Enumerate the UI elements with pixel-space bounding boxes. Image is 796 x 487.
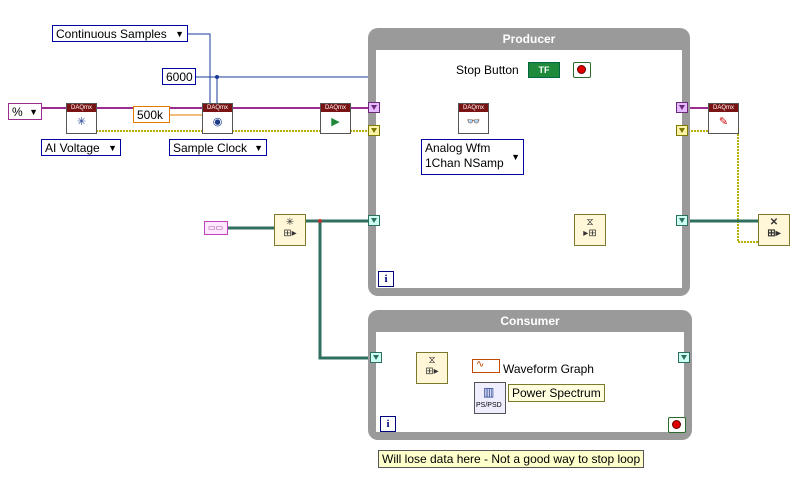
waveform-graph-icon: ∿ <box>476 359 485 370</box>
read-format-line1: Analog Wfm <box>425 141 491 155</box>
producer-task-tunnel-out <box>676 102 688 113</box>
power-spectrum-vi[interactable]: ▥ PS/PSD <box>474 382 506 414</box>
rate-constant[interactable]: 500k <box>133 106 170 123</box>
daqmx-banner: DAQmx <box>67 104 96 112</box>
queue-branch-dot <box>318 219 322 223</box>
sample-mode-wire <box>188 33 211 104</box>
create-channel-icon: ✳ <box>76 116 87 128</box>
dropdown-arrow-icon: ▼ <box>511 152 520 162</box>
daqmx-clear-task-vi[interactable]: DAQmx ✎ <box>708 103 739 134</box>
daqmx-banner: DAQmx <box>459 104 488 112</box>
daqmx-start-task-vi[interactable]: DAQmx ▶ <box>320 103 351 134</box>
daqmx-create-channel-vi[interactable]: DAQmx ✳ <box>66 103 97 134</box>
producer-task-tunnel-in <box>368 102 380 113</box>
producer-error-tunnel-in <box>368 125 380 136</box>
obtain-queue-icon: ✳⊞▸ <box>283 217 297 239</box>
clock-icon: ◉ <box>212 116 223 128</box>
samples-branch-dot <box>215 75 219 79</box>
producer-stop-condition[interactable] <box>573 62 591 78</box>
daqmx-read-vi[interactable]: DAQmx 👓 <box>458 103 489 134</box>
consumer-queue-tunnel-out <box>678 352 690 363</box>
dropdown-arrow-icon: ▼ <box>254 143 263 153</box>
dropdown-arrow-icon: ▼ <box>175 29 184 39</box>
enqueue-icon: ⧖▸⊞ <box>583 217 597 239</box>
consumer-queue-tunnel-in <box>370 352 382 363</box>
producer-title: Producer <box>502 32 556 46</box>
daqmx-banner: DAQmx <box>203 104 232 112</box>
dropdown-arrow-icon: ▼ <box>29 107 38 117</box>
sample-mode-ring[interactable]: Continuous Samples ▼ <box>52 25 188 42</box>
obtain-queue-function[interactable]: ✳⊞▸ <box>274 214 306 246</box>
timing-type-ring[interactable]: Sample Clock ▼ <box>169 139 267 156</box>
waveform-graph-label: Waveform Graph <box>503 362 594 376</box>
read-format-line2: 1Chan NSamp <box>425 156 504 170</box>
consumer-iteration-terminal: i <box>380 416 396 432</box>
power-spectrum-label: Power Spectrum <box>508 384 605 402</box>
error-wire-7 <box>737 131 758 243</box>
producer-error-tunnel-out <box>676 125 688 136</box>
samples-constant[interactable]: 6000 <box>162 68 196 85</box>
producer-queue-tunnel-out <box>676 215 688 226</box>
eraser-icon: ✎ <box>718 116 729 128</box>
dequeue-element-function[interactable]: ⧖⊞▸ <box>416 352 448 384</box>
consumer-loop: Consumer i <box>368 310 692 440</box>
read-glasses-icon: 👓 <box>466 116 481 128</box>
dequeue-icon: ⧖⊞▸ <box>425 355 439 377</box>
release-queue-function[interactable]: ✕⊞▸ <box>758 214 790 246</box>
producer-iteration-terminal: i <box>378 271 394 287</box>
stop-button-terminal[interactable]: TF <box>528 62 560 78</box>
daqmx-banner: DAQmx <box>321 104 350 112</box>
spectrum-icon: ▥ <box>483 385 495 399</box>
timing-type-text: Sample Clock <box>173 141 248 155</box>
daqmx-timing-vi[interactable]: DAQmx ◉ <box>202 103 233 134</box>
waveform-constant-icon: ▭▭ <box>208 223 224 232</box>
queue-wire-consumer <box>318 221 368 360</box>
producer-queue-tunnel-in <box>368 215 380 226</box>
consumer-stop-condition[interactable] <box>668 417 686 433</box>
task-name-text: % <box>12 105 23 119</box>
waveform-constant[interactable]: ▭▭ <box>204 221 228 235</box>
warning-comment: Will lose data here - Not a good way to … <box>378 450 645 468</box>
sample-mode-text: Continuous Samples <box>56 27 167 41</box>
task-name-constant[interactable]: % ▼ <box>8 103 42 120</box>
dropdown-arrow-icon: ▼ <box>108 143 117 153</box>
channel-type-text: AI Voltage <box>45 141 100 155</box>
read-format-ring[interactable]: Analog Wfm 1Chan NSamp ▼ <box>421 139 524 175</box>
release-queue-icon: ✕⊞▸ <box>767 217 781 239</box>
play-icon: ▶ <box>331 116 340 128</box>
ps-psd-label: PS/PSD <box>476 402 502 409</box>
enqueue-element-function[interactable]: ⧖▸⊞ <box>574 214 606 246</box>
stop-button-label: Stop Button <box>456 63 519 77</box>
consumer-title: Consumer <box>500 314 560 328</box>
waveform-graph-terminal[interactable]: ∿ <box>472 359 500 373</box>
daqmx-banner: DAQmx <box>709 104 738 112</box>
channel-type-ring[interactable]: AI Voltage ▼ <box>41 139 121 156</box>
